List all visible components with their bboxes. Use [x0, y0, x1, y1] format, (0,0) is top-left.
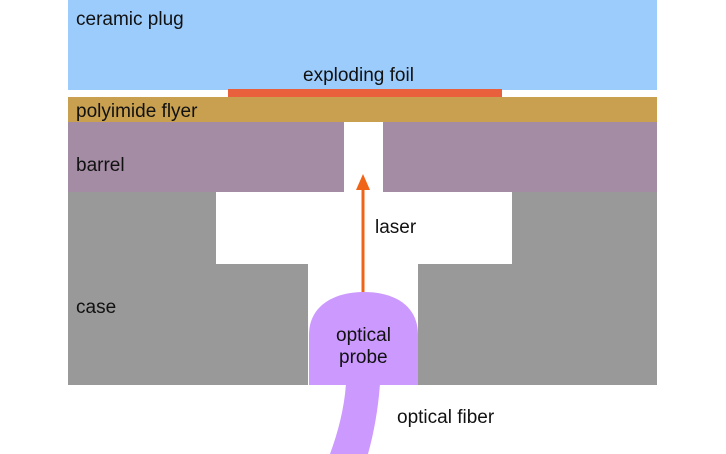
label-exploding-foil: exploding foil — [303, 65, 414, 86]
polyimide-flyer-layer — [68, 97, 657, 122]
barrel-right — [383, 122, 657, 192]
label-polyimide-flyer: polyimide flyer — [76, 101, 198, 122]
laser-arrowhead — [356, 174, 370, 190]
optical-probe — [309, 292, 418, 385]
label-ceramic-plug: ceramic plug — [76, 9, 184, 30]
barrel-left — [68, 122, 344, 192]
label-optical-probe-line2: probe — [339, 347, 388, 368]
label-laser: laser — [375, 217, 417, 238]
case — [68, 192, 657, 385]
label-case: case — [76, 297, 116, 318]
label-optical-fiber: optical fiber — [397, 407, 495, 428]
optical-fiber — [330, 384, 380, 454]
ceramic-plug — [68, 0, 657, 90]
label-optical-probe-line1: optical — [336, 325, 391, 346]
exploding-foil — [228, 89, 502, 97]
label-barrel: barrel — [76, 155, 125, 176]
